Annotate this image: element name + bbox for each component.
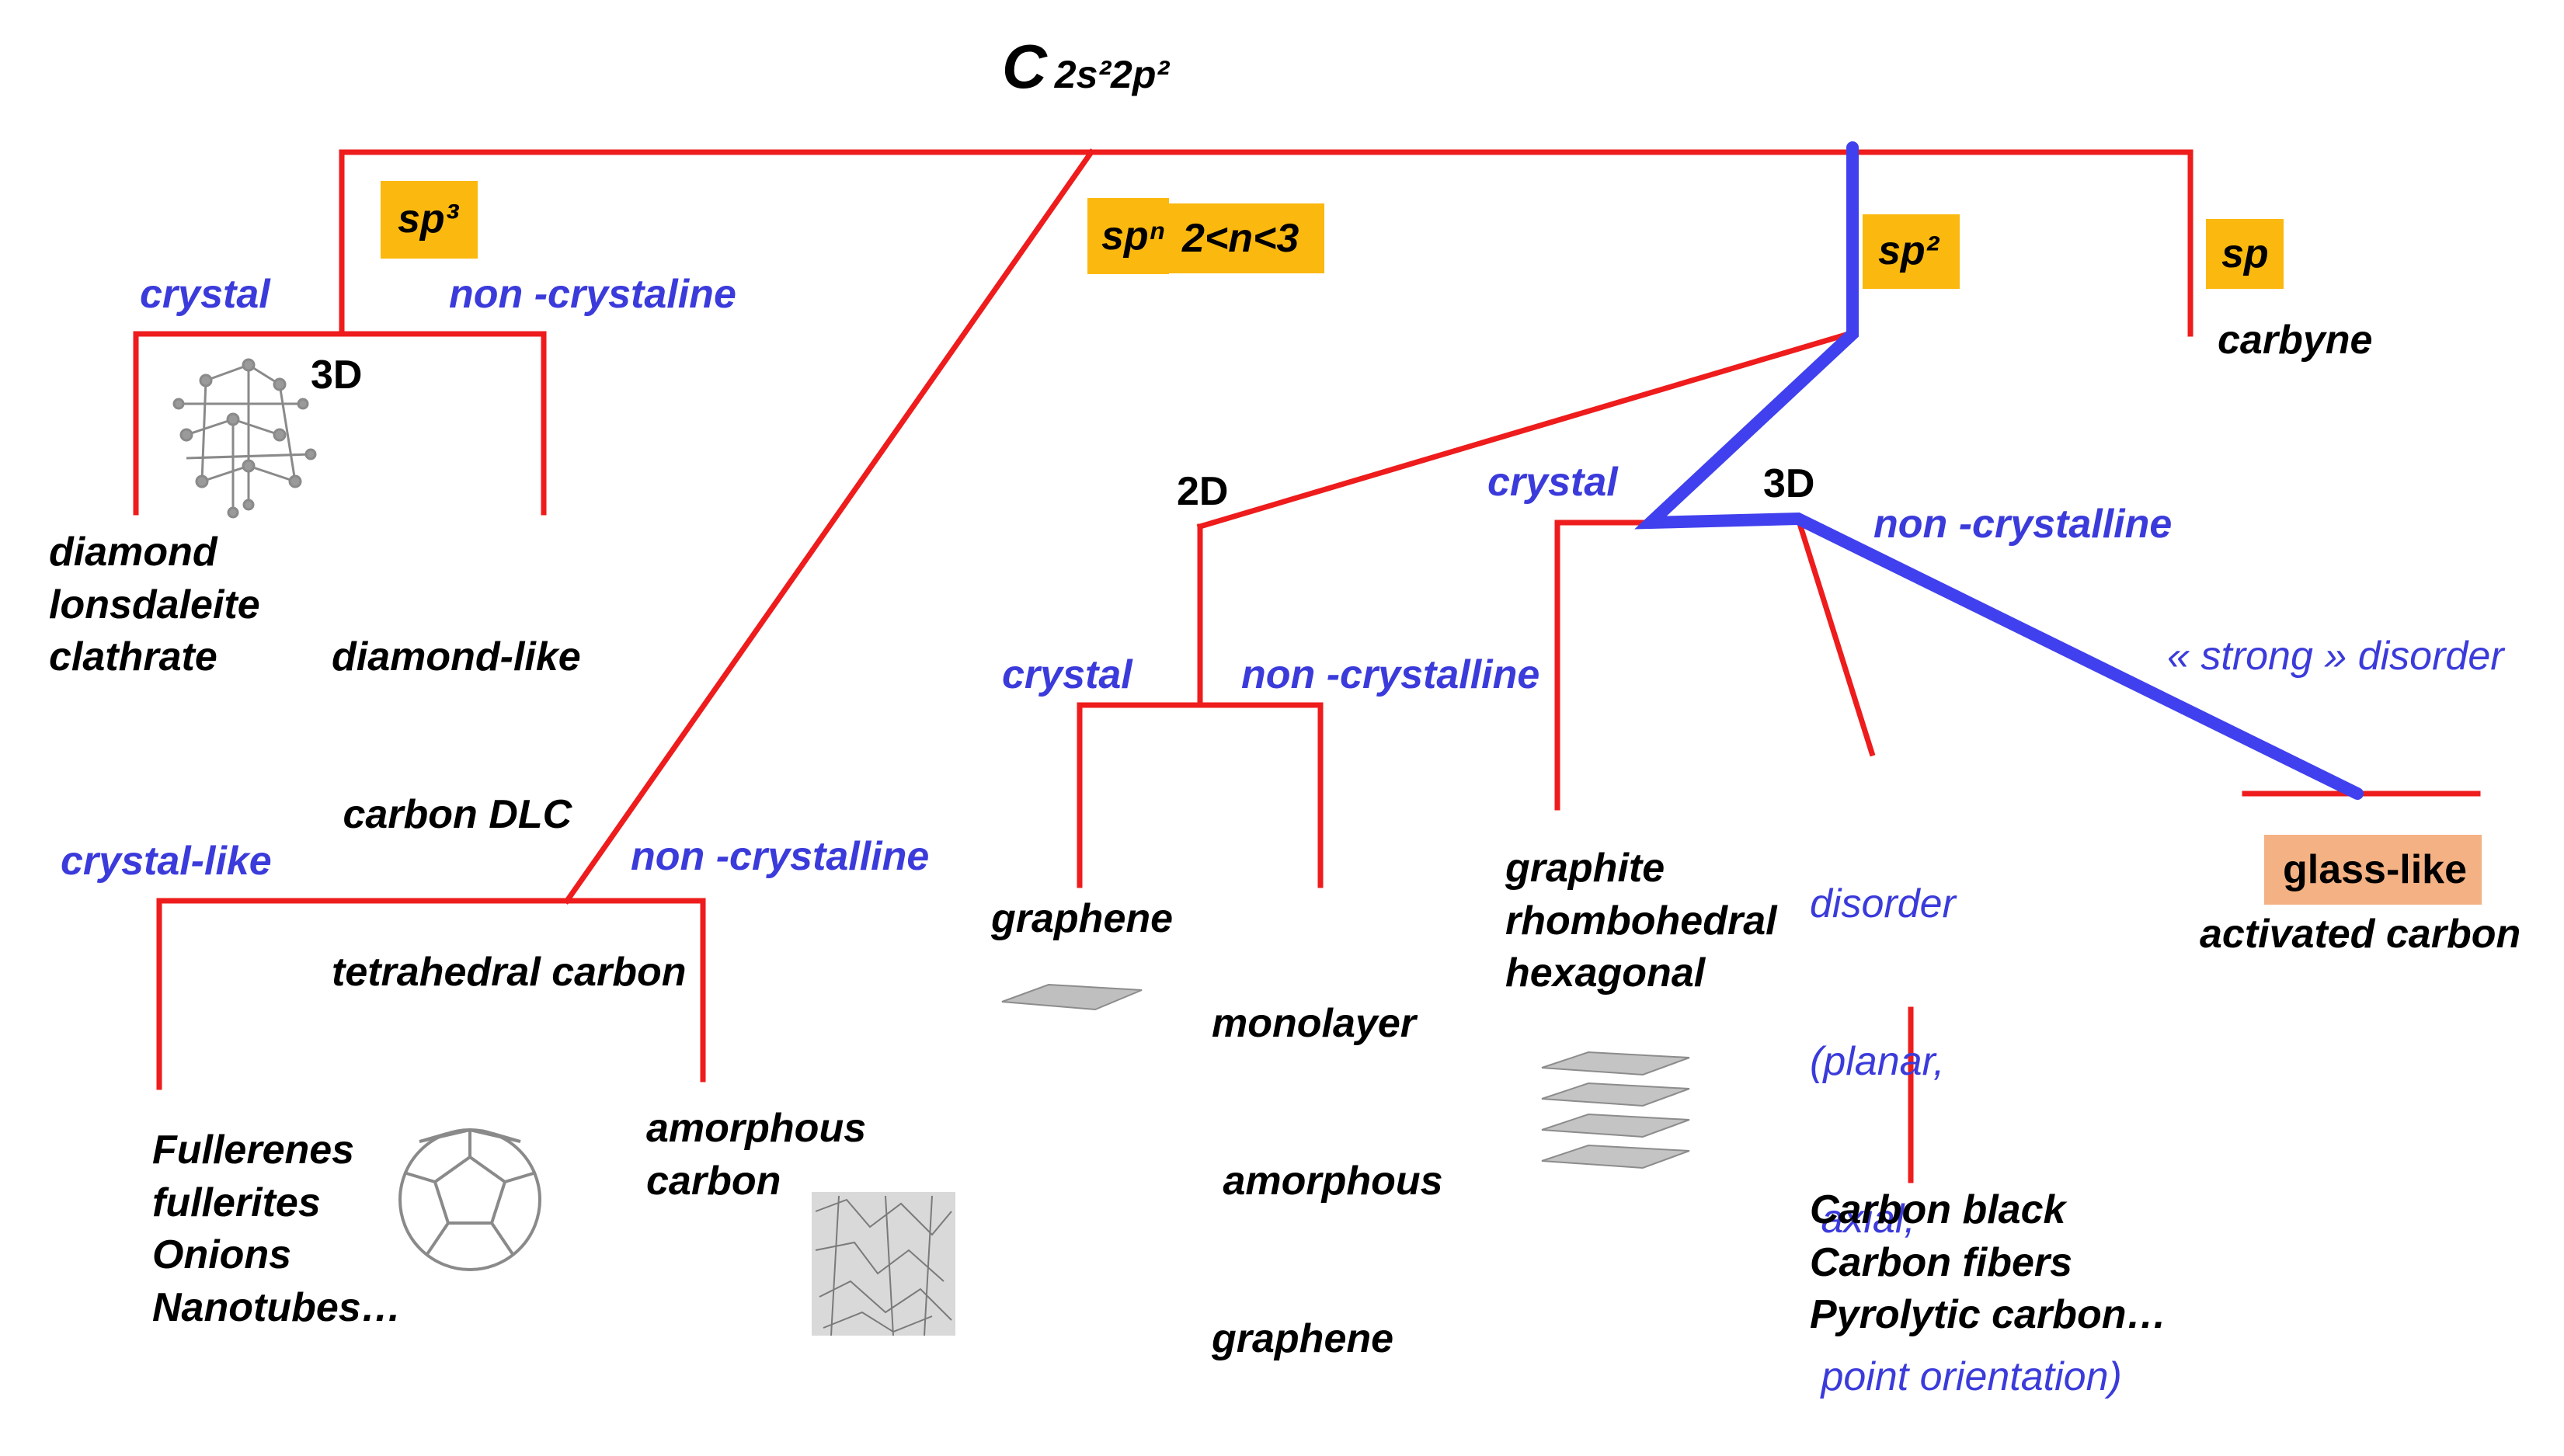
list-item: Nanotubes… (152, 1284, 402, 1330)
sp2-3d-label: 3D (1763, 461, 1815, 506)
amorphous-graphene-list: monolayer amorphous graphene (1212, 893, 1443, 1418)
amorphous-carbon-icon (812, 1192, 955, 1336)
disorder-items-list: Carbon black Carbon fibers Pyrolytic car… (1810, 1184, 2166, 1342)
spn-crystal-list: Fullerenes fullerites Onions Nanotubes… (152, 1124, 402, 1334)
carbyne-label: carbyne (2218, 318, 2373, 363)
spn-label: spⁿ (1101, 214, 1165, 259)
list-item: diamond-like (332, 634, 581, 680)
graphene-sheet-icon (1001, 983, 1143, 1011)
spn-box: spⁿ (1087, 198, 1169, 274)
sp3-label: sp³ (398, 196, 458, 242)
glass-like-box: glass-like (2264, 835, 2482, 905)
list-item: carbon (646, 1158, 781, 1204)
disorder-label: disorder (planar, axial, point orientati… (1810, 773, 2122, 1456)
highlight-path (1634, 141, 2364, 800)
sp2-label: sp² (1878, 228, 1939, 273)
list-item: fullerites (152, 1180, 321, 1225)
spn-crystal-like-label: crystal-like (61, 839, 272, 884)
glass-like-label: glass-like (2283, 847, 2468, 892)
electron-configuration: 2s²2p² (1054, 53, 1170, 96)
3d-crystal-label: crystal (1487, 460, 1618, 505)
list-item: monolayer (1212, 1001, 1416, 1047)
list-item: Fullerenes (152, 1128, 355, 1173)
list-item: diamond (49, 530, 217, 575)
list-item: Carbon fibers (1810, 1239, 2073, 1285)
spn-noncrystalline-label: non -crystalline (631, 834, 930, 879)
2d-crystal-label: crystal (1002, 652, 1132, 697)
3d-noncrystalline-label: non -crystalline (1873, 502, 2173, 547)
list-item: disorder (1810, 881, 1956, 927)
strong-disorder-label: « strong » disorder (2167, 634, 2504, 679)
spn-range-box: 2<n<3 (1165, 203, 1324, 273)
2d-noncrystalline-label: non -crystalline (1241, 652, 1540, 697)
list-item: hexagonal (1505, 950, 1706, 996)
list-item: graphite (1505, 846, 1665, 891)
tree-lines (133, 141, 2481, 1336)
list-item: graphene (1212, 1315, 1394, 1361)
sp2-2d-label: 2D (1177, 469, 1229, 514)
sp3-crystal-list: diamond lonsdaleite clathrate (49, 526, 260, 684)
element-symbol: C (1002, 32, 1047, 101)
list-item: clathrate (49, 634, 217, 680)
graphite-layers-icon (1541, 1051, 1690, 1169)
sp3-noncrystalline-label: non -crystaline (449, 272, 736, 317)
list-item: Pyrolytic carbon… (1810, 1292, 2167, 1338)
sp3-amorphous-list: diamond-like carbon DLC tetrahedral carb… (332, 526, 687, 1051)
list-item: amorphous (646, 1106, 867, 1151)
sp2-2d-branch (1196, 330, 1853, 530)
sp3-box: sp³ (381, 181, 478, 259)
spn-range-label: 2<n<3 (1182, 216, 1299, 261)
sp2-box: sp² (1863, 214, 1960, 289)
sp-box: sp (2206, 219, 2284, 289)
sp3-dimension-label: 3D (311, 353, 363, 398)
list-item: Carbon black (1810, 1187, 2066, 1232)
disorder-branch (1794, 515, 1876, 757)
list-item: carbon DLC (332, 791, 572, 837)
sp-label: sp (2221, 231, 2269, 276)
list-item: amorphous (1212, 1158, 1443, 1204)
list-item: rhombohedral (1505, 898, 1777, 943)
fullerene-icon (398, 1128, 541, 1271)
sp3-crystal-label: crystal (140, 272, 270, 317)
spn-diagonal (563, 148, 1095, 905)
graphene-label: graphene (991, 896, 1174, 941)
list-item: (planar, (1810, 1038, 1945, 1084)
list-item: axial, (1810, 1196, 1915, 1242)
diamond-lattice-icon (172, 358, 317, 519)
list-item: point orientation) (1810, 1353, 2122, 1399)
spn-amorphous-list: amorphous carbon (646, 1103, 866, 1208)
graphite-list: graphite rhombohedral hexagonal (1505, 843, 1777, 1000)
list-item: Onions (152, 1232, 292, 1278)
list-item: tetrahedral carbon (332, 949, 687, 995)
activated-carbon-label: activated carbon (2200, 912, 2521, 957)
list-item: lonsdaleite (49, 582, 260, 627)
